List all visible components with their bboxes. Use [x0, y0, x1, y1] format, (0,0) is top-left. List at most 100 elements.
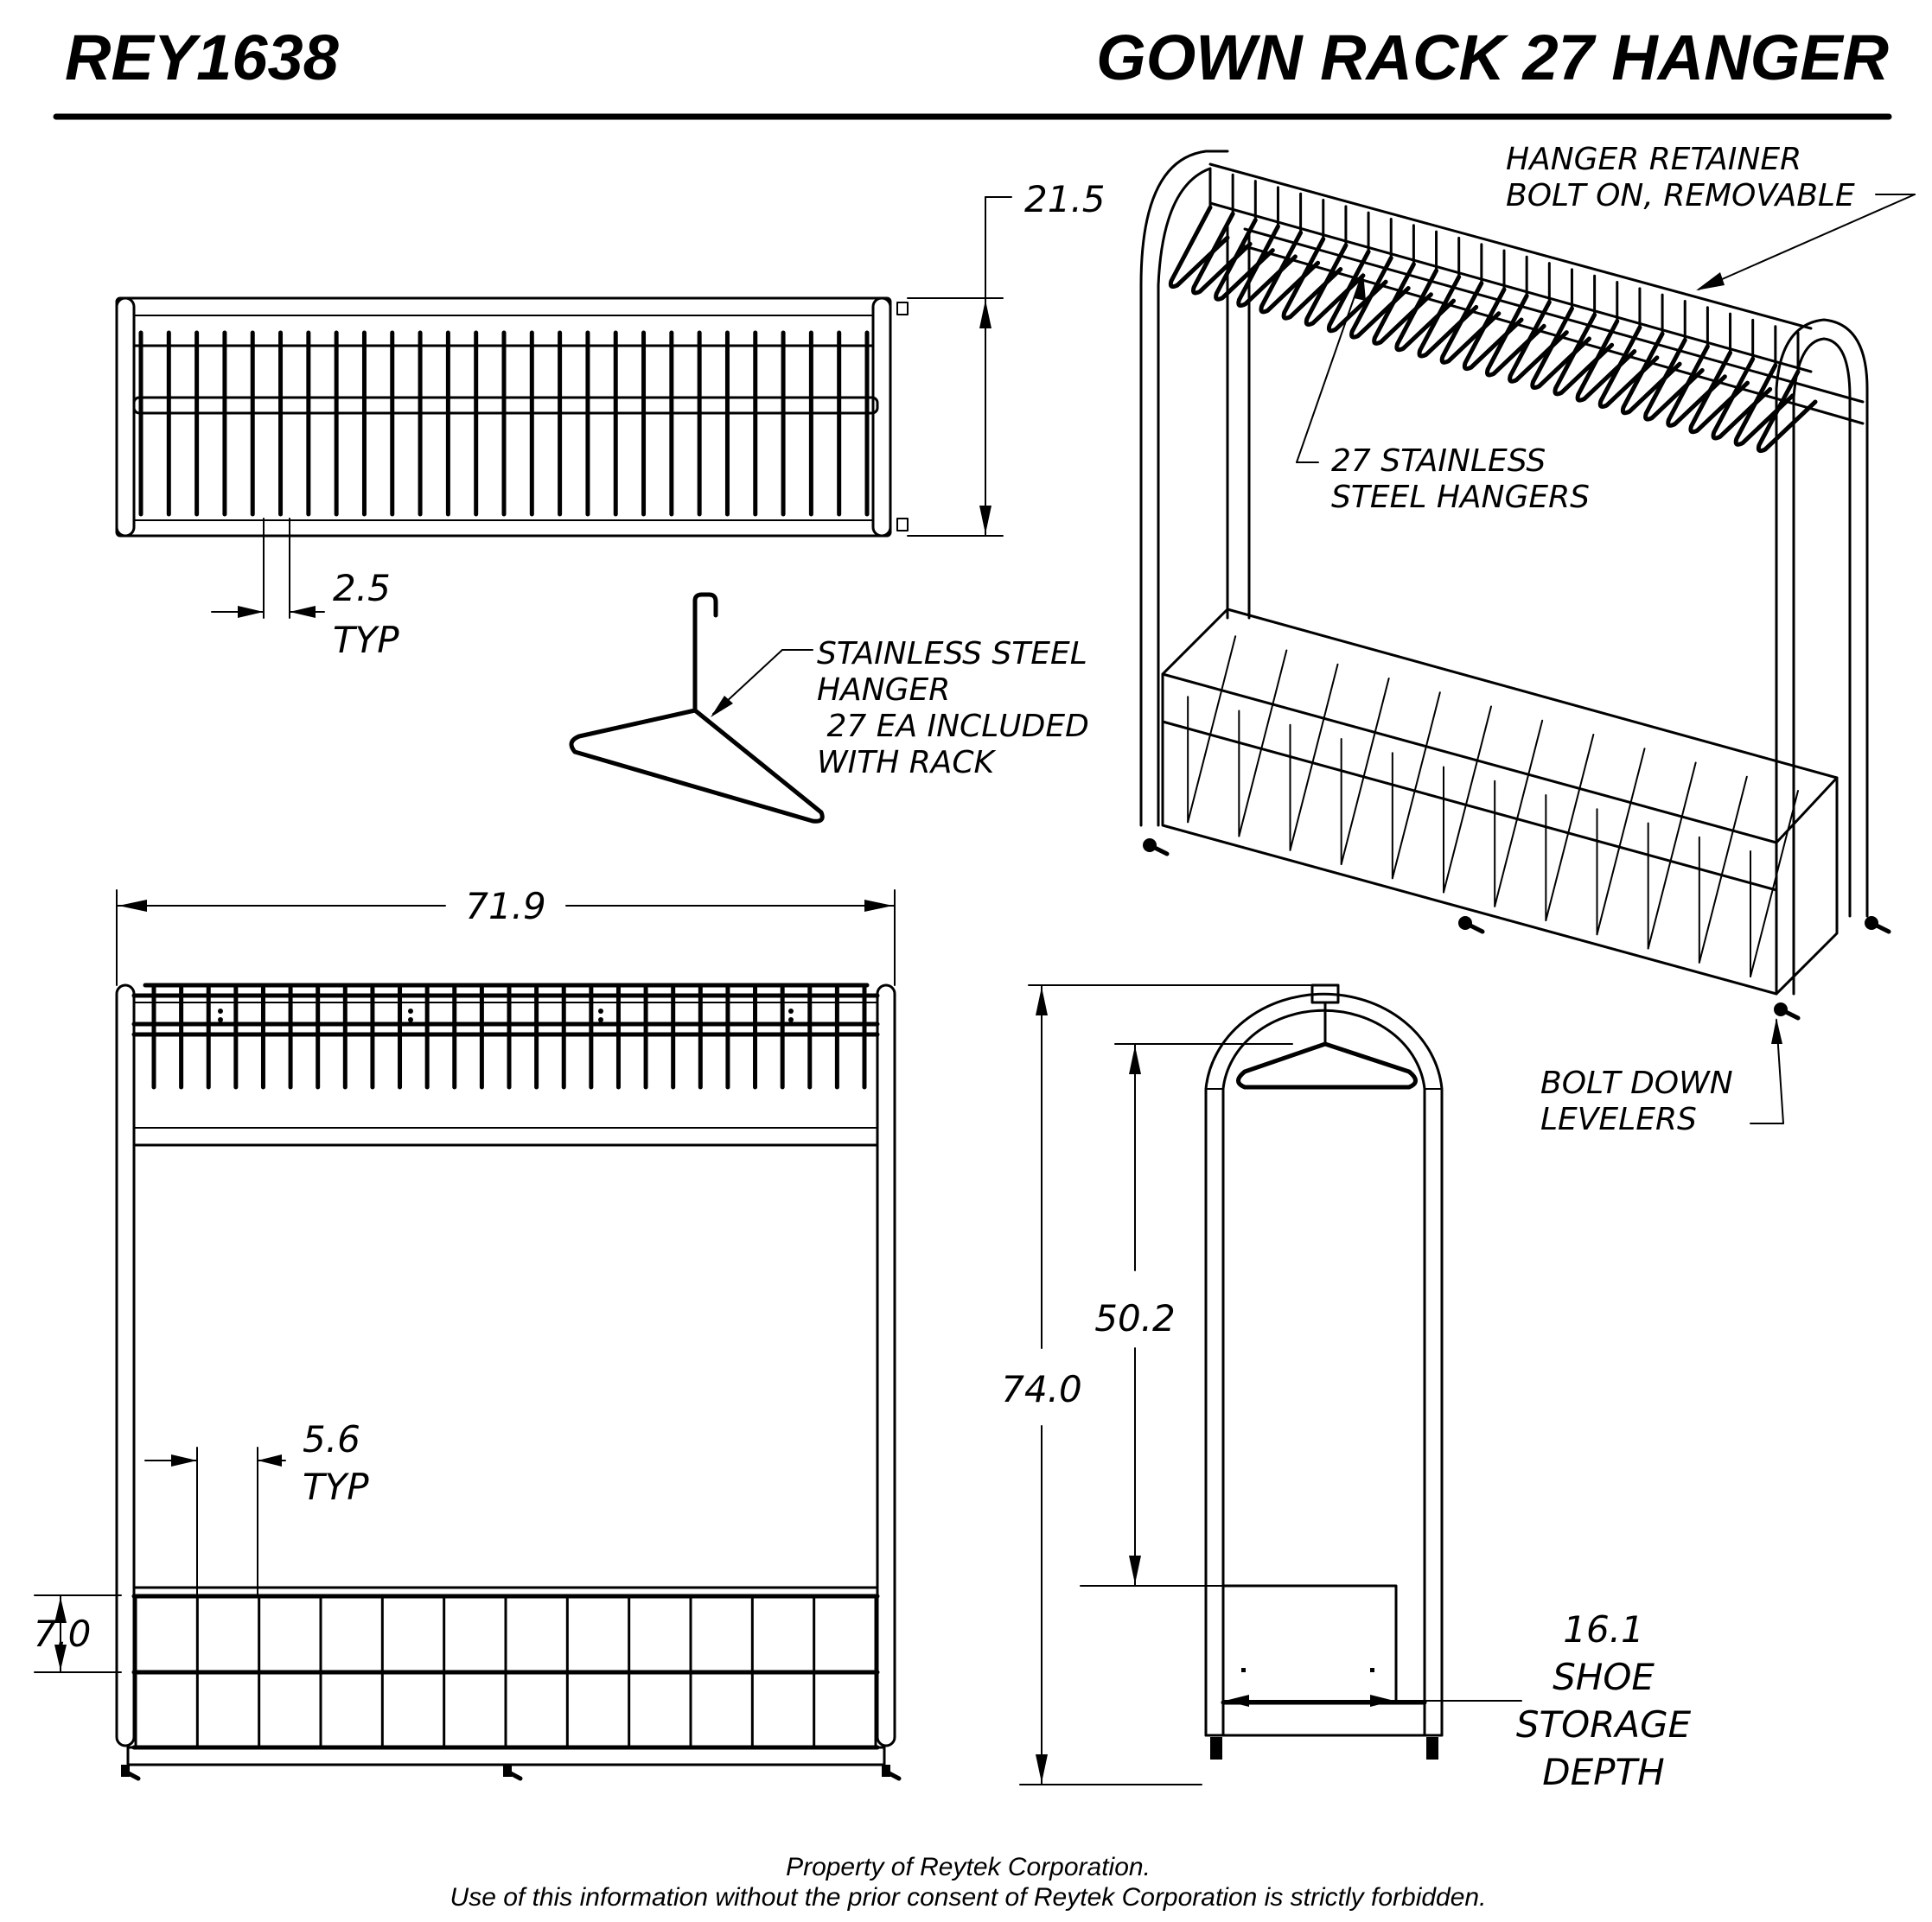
front-view: 71.9 5.6 TYP — [34, 885, 902, 1781]
arrow-icon — [1225, 1695, 1249, 1707]
iso-cubby-diagonal — [1545, 734, 1595, 921]
arrow-icon — [979, 300, 992, 328]
hanger-body — [569, 708, 825, 824]
iso-hanger — [1236, 224, 1298, 309]
front-view-cubbies — [134, 1594, 877, 1749]
hanger-spacing-dimension: 2.5 — [333, 567, 391, 609]
side-hanger — [1236, 1041, 1418, 1090]
footer-disclaimer: Use of this information without the prio… — [450, 1883, 1487, 1912]
iso-hanger — [1190, 211, 1253, 296]
footer: Property of Reytek Corporation. Use of t… — [450, 1853, 1487, 1912]
hanger-hook — [692, 592, 718, 713]
arrow-icon — [1129, 1046, 1141, 1074]
arrow-icon — [54, 1597, 67, 1623]
front-view-hangers — [151, 985, 867, 1090]
depth-dimension: 21.5 — [1024, 178, 1106, 220]
iso-right-arch-outer — [1775, 318, 1869, 996]
iso-hanger — [1417, 274, 1479, 359]
front-leveler-icon — [503, 1765, 523, 1781]
iso-hanger — [1214, 218, 1275, 302]
iso-leveler-icon — [1774, 1002, 1801, 1021]
hangers-label-line: 27 STAINLESS — [1331, 443, 1546, 479]
iso-cubby-diagonal — [1494, 719, 1544, 907]
iso-left-arch-inner — [1157, 167, 1212, 827]
retainer-bolt-icon — [598, 1009, 603, 1014]
iso-cubby-diagonal — [1647, 761, 1697, 950]
hanger-height-dimension: 50.2 — [1094, 1297, 1176, 1340]
top-view: 21.5 2.5 TYP — [115, 178, 1106, 661]
iso-cubby-diagonal — [1187, 635, 1237, 824]
footer-ownership: Property of Reytek Corporation. — [786, 1853, 1151, 1881]
iso-left-arch-outer — [1139, 150, 1229, 827]
side-bolt-icon — [1241, 1668, 1246, 1672]
iso-cubby-diagonal — [1698, 775, 1748, 964]
iso-hanger — [1259, 230, 1321, 315]
hangers-label-line: STEEL HANGERS — [1331, 480, 1590, 515]
retainer-label-line: BOLT ON, REMOVABLE — [1506, 178, 1855, 213]
arrow-icon — [1036, 1754, 1048, 1783]
iso-hanger — [1620, 331, 1682, 416]
iso-hanger — [1711, 356, 1773, 441]
arrow-icon — [1771, 1018, 1782, 1044]
iso-hanger — [1530, 306, 1591, 391]
side-arch-inner — [1221, 1009, 1426, 1737]
arrow-icon — [979, 506, 992, 534]
cubby-width-dimension: 5.6 — [303, 1418, 360, 1461]
width-dimension: 71.9 — [465, 885, 546, 927]
side-arch-outer — [1204, 992, 1444, 1737]
part-number: REY1638 — [65, 22, 340, 93]
arrow-icon — [54, 1645, 67, 1671]
arrow-icon — [864, 900, 893, 912]
arrow-icon — [290, 606, 316, 618]
retainer-bolt-icon — [788, 1017, 794, 1022]
arrow-icon — [1354, 272, 1366, 301]
hanger-detail: STAINLESS STEEL HANGER 27 EA INCLUDED WI… — [569, 592, 1089, 824]
iso-hanger — [1484, 293, 1546, 378]
iso-bench-shelf — [1161, 720, 1778, 892]
arrow-icon — [1696, 272, 1725, 290]
drawing-title: GOWN RACK 27 HANGER — [1096, 22, 1889, 93]
top-view-left-tube — [115, 296, 136, 538]
iso-retainer-top — [1208, 162, 1813, 330]
side-leveler-icon — [1426, 1737, 1438, 1760]
iso-hanger — [1575, 319, 1637, 403]
retainer-bolt-icon — [408, 1017, 413, 1022]
shoe-depth-label-line: STORAGE — [1516, 1703, 1692, 1746]
iso-hanger — [1168, 205, 1230, 290]
levelers-label-line: BOLT DOWN — [1540, 1066, 1733, 1101]
shoe-depth-label-line: SHOE — [1553, 1656, 1655, 1698]
side-leveler-icon — [1210, 1737, 1222, 1760]
iso-cubby-diagonal — [1289, 663, 1339, 851]
title-block: REY1638 GOWN RACK 27 HANGER — [53, 22, 1892, 120]
iso-hanger — [1304, 243, 1366, 327]
iso-cubby-diagonal — [1750, 790, 1799, 977]
iso-rail-top — [1243, 227, 1865, 404]
front-base — [126, 1746, 886, 1766]
top-view-hangers — [138, 330, 870, 517]
side-view: 74.0 50.2 16.1 SHOE STORAGE DEPTH — [1001, 983, 1692, 1793]
top-view-right-tube — [871, 296, 892, 538]
iso-hanger — [1597, 325, 1660, 409]
front-view-bolts — [218, 1009, 794, 1022]
iso-cubby-diagonal — [1443, 705, 1492, 894]
iso-hanger — [1508, 300, 1569, 384]
iso-hanger — [1326, 249, 1388, 334]
iso-cubby-diagonal — [1391, 691, 1441, 880]
levelers-label-line: LEVELERS — [1540, 1102, 1697, 1137]
retainer-bolt-icon — [408, 1009, 413, 1014]
iso-hanger — [1372, 262, 1433, 346]
iso-hanger — [1666, 344, 1727, 428]
front-left-post — [115, 983, 136, 1747]
front-leveler-icon — [882, 1765, 902, 1781]
cubby-width-note: TYP — [303, 1466, 369, 1508]
hanger-label-line: 27 EA INCLUDED — [817, 709, 1089, 744]
iso-cubby-diagonal — [1340, 678, 1390, 865]
top-view-bolt-icon — [896, 518, 909, 531]
iso-hanger — [1756, 369, 1818, 454]
hangers-leader — [1296, 276, 1362, 463]
arrow-icon — [1370, 1695, 1394, 1707]
hanger-label-line: HANGER — [817, 672, 950, 708]
iso-right-arch-inner — [1792, 337, 1852, 996]
iso-hanger — [1688, 350, 1750, 435]
